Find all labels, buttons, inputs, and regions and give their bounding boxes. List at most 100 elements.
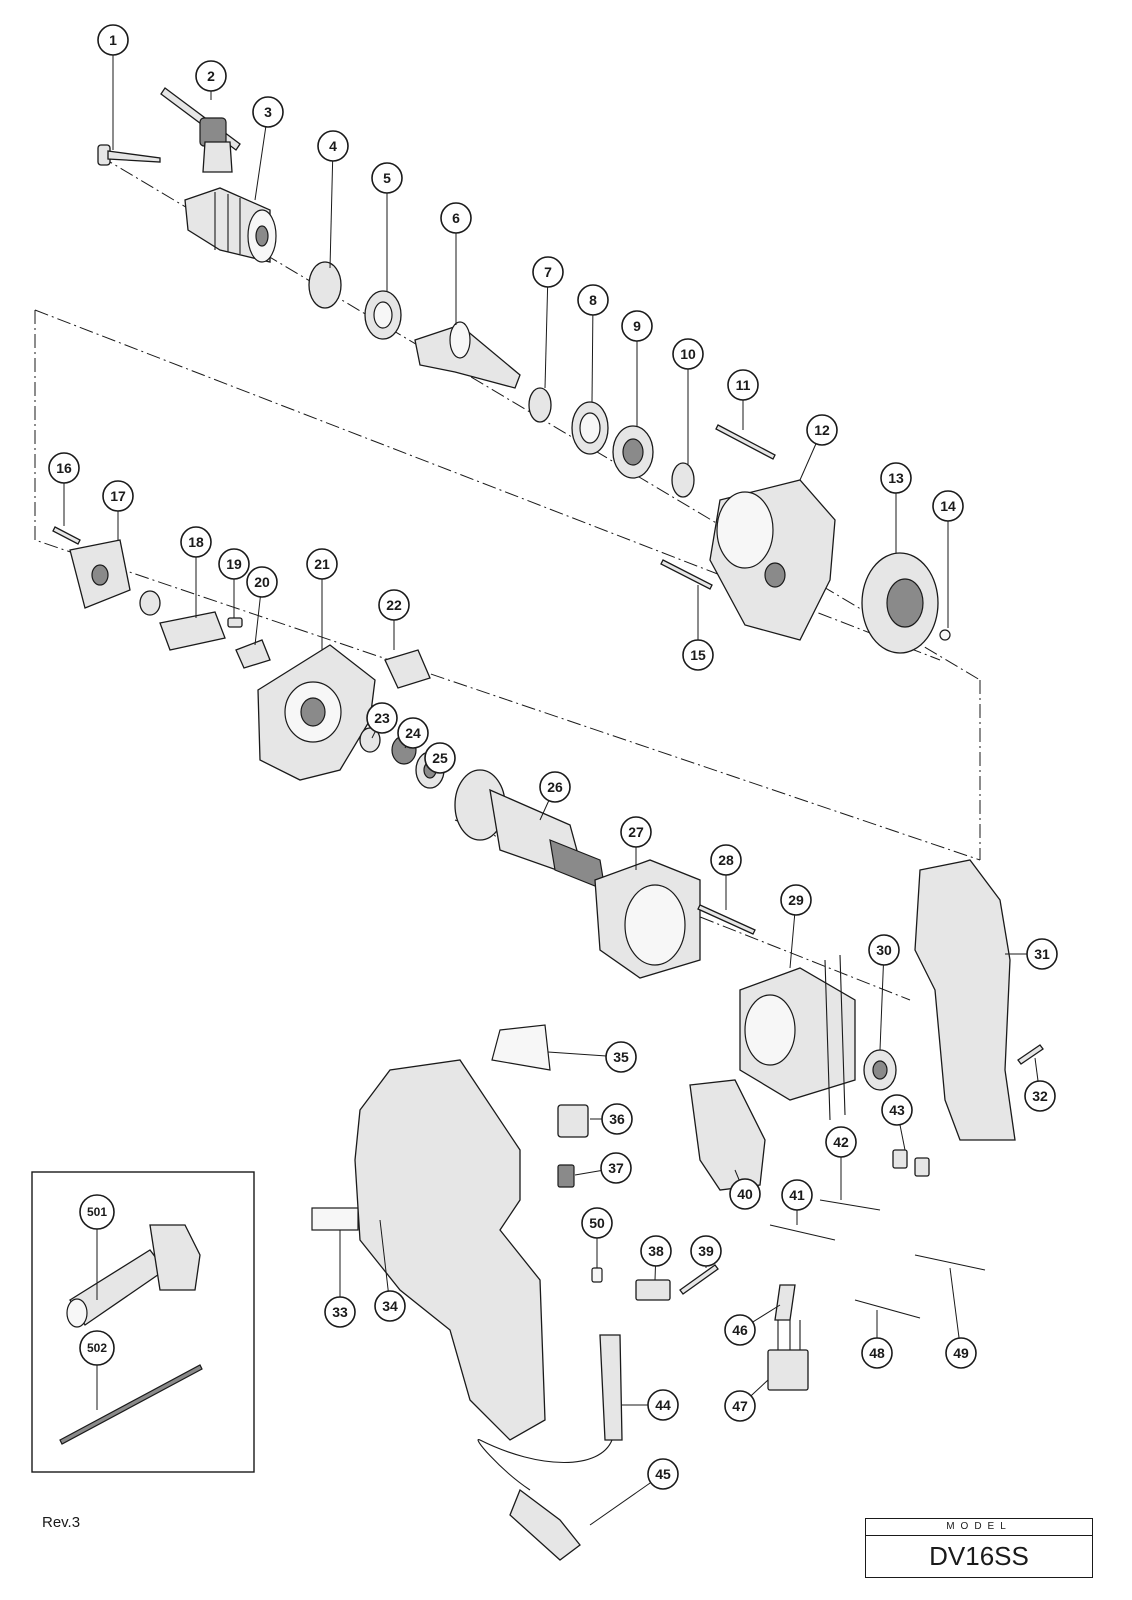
callout-number-9: 9 (633, 318, 641, 334)
callout-circle-19 (218, 548, 250, 580)
callout-number-502: 502 (87, 1341, 107, 1355)
callout-50: 50 (581, 1207, 613, 1239)
callout-31: 31 (1026, 938, 1058, 970)
callout-12: 12 (806, 414, 838, 446)
callout-circle-38 (640, 1235, 672, 1267)
callout-45: 45 (647, 1458, 679, 1490)
callout-circle-43 (881, 1094, 913, 1126)
callout-number-38: 38 (648, 1243, 664, 1259)
callout-number-11: 11 (736, 377, 751, 393)
callout-circle-3 (252, 96, 284, 128)
callout-number-16: 16 (56, 460, 72, 476)
callout-circle-33 (324, 1296, 356, 1328)
callout-32: 32 (1024, 1080, 1056, 1112)
part-33-label (311, 1207, 359, 1231)
part-17-bracket (69, 539, 161, 616)
callout-circle-13 (880, 462, 912, 494)
part-14-steel-ball (939, 629, 951, 641)
callout-number-18: 18 (188, 534, 204, 550)
callout-number-43: 43 (889, 1102, 905, 1118)
part-30-ball-bearing (863, 1049, 897, 1091)
callout-20: 20 (246, 566, 278, 598)
callout-circle-12 (806, 414, 838, 446)
callout-number-501: 501 (87, 1205, 107, 1219)
part-16-screw (52, 526, 81, 545)
callout-number-49: 49 (953, 1345, 969, 1361)
callout-number-35: 35 (613, 1049, 629, 1065)
part-5-washer (364, 290, 402, 340)
callout-circle-501 (79, 1194, 115, 1230)
leader-7 (544, 271, 549, 389)
callout-number-24: 24 (405, 725, 421, 741)
leader-4 (329, 145, 334, 269)
callout-circle-47 (724, 1390, 756, 1422)
callout-5: 5 (371, 162, 403, 194)
callout-circle-50 (581, 1207, 613, 1239)
callout-circle-32 (1024, 1080, 1056, 1112)
callout-circle-34 (374, 1290, 406, 1322)
callout-circle-49 (945, 1337, 977, 1369)
callout-number-33: 33 (332, 1304, 348, 1320)
callout-number-6: 6 (452, 210, 460, 226)
callout-number-3: 3 (264, 104, 272, 120)
part-45-cord-plug (477, 1439, 613, 1561)
callout-number-12: 12 (814, 422, 830, 438)
callout-number-41: 41 (789, 1187, 805, 1203)
callout-11: 11 (727, 369, 759, 401)
callout-28: 28 (710, 844, 742, 876)
part-37-spring (557, 1164, 575, 1188)
callout-39: 39 (690, 1235, 722, 1267)
callout-circle-35 (605, 1041, 637, 1073)
callout-21: 21 (306, 548, 338, 580)
callout-number-36: 36 (609, 1111, 625, 1127)
callout-circle-15 (682, 639, 714, 671)
callout-46: 46 (724, 1314, 756, 1346)
callout-2: 2 (195, 60, 227, 92)
callout-labels: 1234567891011121314151617181920212223242… (48, 24, 1058, 1490)
callout-number-31: 31 (1034, 946, 1050, 962)
callout-number-23: 23 (374, 710, 390, 726)
callout-number-45: 45 (655, 1466, 671, 1482)
callout-number-30: 30 (876, 942, 892, 958)
callout-circle-502 (79, 1330, 115, 1366)
callout-number-17: 17 (110, 488, 126, 504)
part-27-fan-guide (594, 859, 701, 979)
part-2-chuck-key (160, 87, 241, 173)
callout-number-13: 13 (888, 470, 904, 486)
callout-number-15: 15 (690, 647, 706, 663)
leader-30 (879, 949, 885, 1051)
part-12-gear-cover (709, 479, 836, 641)
part-50-connector (591, 1267, 603, 1283)
callout-circle-37 (600, 1152, 632, 1184)
callout-number-42: 42 (833, 1134, 849, 1150)
callout-502: 502 (79, 1330, 115, 1366)
callout-24: 24 (397, 717, 429, 749)
callout-circle-17 (102, 480, 134, 512)
callout-25: 25 (424, 742, 456, 774)
callout-22: 22 (378, 589, 410, 621)
callout-circle-6 (440, 202, 472, 234)
model-heading: MODEL (866, 1519, 1092, 1536)
callout-number-27: 27 (628, 824, 644, 840)
callout-1: 1 (97, 24, 129, 56)
callout-36: 36 (601, 1103, 633, 1135)
callout-circle-31 (1026, 938, 1058, 970)
callout-circle-11 (727, 369, 759, 401)
callout-circle-8 (577, 284, 609, 316)
callout-number-47: 47 (732, 1398, 748, 1414)
callout-number-20: 20 (254, 574, 270, 590)
part-502-depth-gauge (59, 1364, 203, 1445)
callout-30: 30 (868, 934, 900, 966)
callout-number-10: 10 (680, 346, 696, 362)
callout-number-48: 48 (869, 1345, 885, 1361)
callout-circle-5 (371, 162, 403, 194)
part-48-lead-wire (854, 1299, 921, 1319)
callout-10: 10 (672, 338, 704, 370)
part-32-screw (1017, 1044, 1044, 1065)
callout-19: 19 (218, 548, 250, 580)
callout-18: 18 (180, 526, 212, 558)
callout-number-4: 4 (329, 138, 337, 154)
callout-number-34: 34 (382, 1298, 398, 1314)
callout-14: 14 (932, 490, 964, 522)
